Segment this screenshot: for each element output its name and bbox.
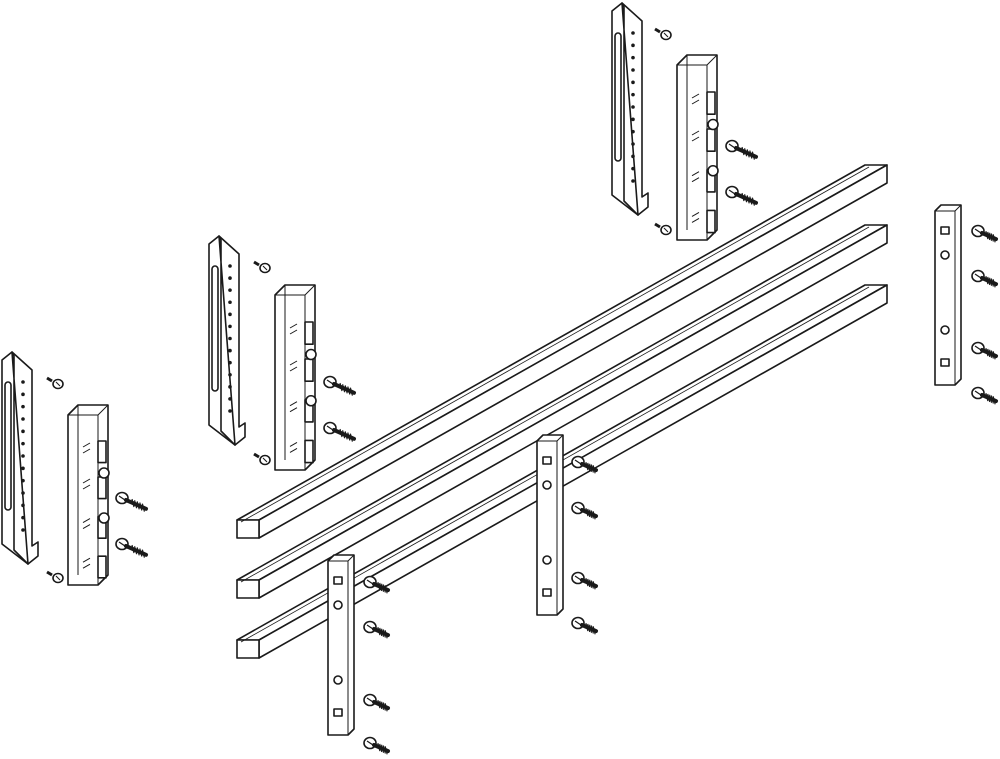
screw — [971, 269, 998, 288]
mounting-bracket — [208, 235, 246, 446]
busbar-holder — [67, 404, 110, 586]
busbar-holder — [274, 284, 317, 471]
mounting-bracket — [1, 351, 39, 565]
busbar — [236, 164, 888, 539]
small-screw — [654, 27, 672, 41]
busbar-holder — [676, 54, 719, 241]
screw — [115, 537, 148, 558]
small-screw — [46, 570, 64, 584]
screw — [571, 455, 598, 474]
screw — [323, 375, 356, 396]
spacer-strip — [327, 554, 355, 736]
screw — [971, 224, 998, 243]
screw — [971, 386, 998, 405]
screw — [363, 620, 390, 639]
screw — [971, 341, 998, 360]
small-screw — [46, 376, 64, 390]
mounting-bracket — [611, 2, 649, 216]
screw — [571, 616, 598, 635]
spacer-strip — [536, 434, 564, 616]
spacer-strip — [934, 204, 962, 386]
small-screw — [654, 222, 672, 236]
small-screw — [253, 260, 271, 274]
small-screw — [253, 452, 271, 466]
screw — [725, 185, 758, 206]
screw — [725, 139, 758, 160]
screw — [115, 491, 148, 512]
screw — [323, 421, 356, 442]
screw — [363, 693, 390, 712]
screw — [363, 575, 390, 594]
screw — [571, 501, 598, 520]
screw — [571, 571, 598, 590]
busbar — [236, 224, 888, 599]
screw — [363, 736, 390, 755]
